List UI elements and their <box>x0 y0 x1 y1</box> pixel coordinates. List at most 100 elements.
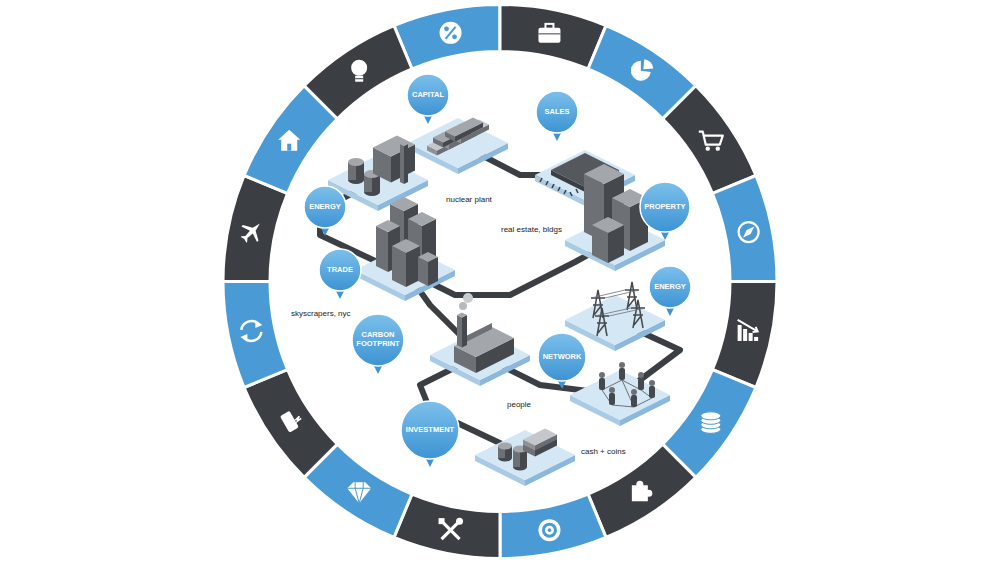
smoke <box>463 293 473 303</box>
ring-segment <box>304 26 412 119</box>
person <box>609 387 615 393</box>
skyscraper-side <box>418 257 428 286</box>
plant-chimney-top <box>400 142 408 146</box>
pylon <box>595 308 609 336</box>
chip-pin <box>546 181 548 185</box>
bubble-shape <box>406 73 450 125</box>
skyscraper-top <box>376 220 400 232</box>
percent-icon <box>440 22 462 44</box>
apartment-top <box>592 217 624 233</box>
bubble-label: CARBON FOOTPRINT <box>356 331 400 348</box>
cash-bundle-top <box>523 429 557 446</box>
briefcase-icon <box>538 28 560 43</box>
bubble-circle <box>538 333 586 381</box>
ring-icon <box>538 519 560 541</box>
tools-icon <box>456 518 463 525</box>
ring-segment <box>663 86 756 194</box>
chip-pin <box>564 190 566 194</box>
compass-icon <box>739 222 759 242</box>
ring-segment <box>394 5 500 70</box>
person <box>599 378 605 390</box>
house-icon <box>287 144 291 151</box>
bubble-circle <box>536 91 578 133</box>
ring-icon <box>440 22 462 44</box>
skyscraper <box>392 239 420 287</box>
power-wire <box>591 290 645 316</box>
cart-icon <box>706 146 710 150</box>
chart-icon <box>749 333 753 341</box>
skyscraper-top <box>408 212 436 226</box>
bubble-label: SALES <box>544 108 569 117</box>
inner-disc <box>270 52 730 512</box>
bubble-circle <box>304 186 346 228</box>
ring-icon <box>739 222 759 242</box>
currency-icon <box>255 320 262 328</box>
ring-segment <box>223 175 288 281</box>
bubble-text-box: SALES <box>540 108 574 117</box>
bubble-shape <box>535 90 579 142</box>
bubble-text-box: ENERGY <box>653 283 687 292</box>
roads <box>320 143 680 455</box>
person <box>609 393 615 405</box>
bubble-label: TRADE <box>327 266 353 275</box>
ring-segment <box>223 282 288 388</box>
bar-top <box>445 118 483 137</box>
bubble-shape <box>648 265 692 317</box>
ring-segment <box>500 4 606 69</box>
bulb-icon <box>351 60 367 76</box>
bubble-circle <box>407 74 449 116</box>
apartment-top <box>584 164 624 184</box>
bubble-shape <box>303 185 347 237</box>
caption-label: skyscrapers, nyc <box>290 309 352 319</box>
phone-icon <box>280 411 299 433</box>
ring-icon <box>538 24 560 43</box>
ring-segment <box>712 282 777 388</box>
target-icon <box>542 523 557 538</box>
plant-chimney-side <box>404 144 408 184</box>
bubble-shape <box>318 248 362 300</box>
compass-icon <box>741 224 756 239</box>
pin-bubble: TRADE <box>318 248 362 300</box>
ring-icon <box>278 130 300 151</box>
tile <box>355 245 455 301</box>
person <box>631 389 637 395</box>
ring-icon <box>347 482 371 503</box>
person <box>649 380 655 386</box>
factory-chimney-side <box>462 315 467 348</box>
briefcase-icon <box>545 24 553 29</box>
chip-pin <box>570 192 572 196</box>
bubble-label: INVESTMENT <box>406 426 454 435</box>
bubble-circle <box>640 182 690 232</box>
bubble-text-box: CAPITAL <box>411 91 445 100</box>
plant-chimney-side <box>400 144 404 184</box>
target-icon <box>545 526 554 535</box>
puzzle-icon <box>636 481 643 488</box>
bubble-text-box: ENERGY <box>308 203 342 212</box>
ring-icon <box>699 132 723 151</box>
chip-pin <box>576 189 578 193</box>
pin-bubble: PROPERTY <box>639 181 691 241</box>
target-icon <box>548 528 552 532</box>
ring-icon <box>280 411 301 433</box>
bubble-text-box: CARBON FOOTPRINT <box>356 331 400 348</box>
skyscraper-side <box>428 257 438 286</box>
apartment <box>592 217 624 263</box>
skyscraper-tile <box>355 197 455 301</box>
pin-bubble: ENERGY <box>648 265 692 317</box>
plant-building <box>373 136 415 183</box>
skyscraper-side <box>406 246 420 287</box>
tile-top <box>565 295 665 345</box>
tile <box>475 430 575 486</box>
pylon <box>631 300 645 328</box>
people-tile <box>570 362 670 426</box>
chip-pin <box>558 187 560 191</box>
ring-icon <box>631 59 653 80</box>
factory-chimney-side <box>457 315 462 348</box>
bubble-label: PROPERTY <box>644 203 685 212</box>
target-icon <box>538 519 560 541</box>
percent-icon <box>444 26 449 31</box>
bubble-shape <box>400 400 460 468</box>
bulb-icon <box>355 76 363 82</box>
plant-building-top <box>373 136 415 157</box>
chip-pin <box>540 178 542 182</box>
